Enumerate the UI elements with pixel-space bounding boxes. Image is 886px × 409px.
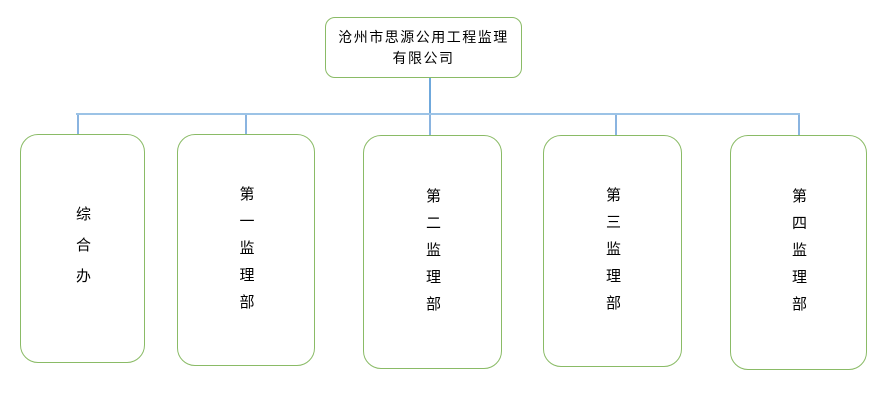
org-node-label: 第四监理部 <box>790 188 807 323</box>
org-node-label: 第三监理部 <box>604 186 621 322</box>
connector-drop-general-office <box>77 115 79 134</box>
connector-drop-supervision-dept-4 <box>798 115 800 135</box>
connector-drop-supervision-dept-1 <box>245 115 247 134</box>
connector-riser <box>429 78 431 114</box>
connector-drop-supervision-dept-2 <box>429 115 431 135</box>
org-node-label: 第一监理部 <box>237 185 255 321</box>
org-node-label: 第二监理部 <box>424 187 441 323</box>
connector-horizontal-line <box>76 113 800 115</box>
org-node-supervision-dept-4: 第四监理部 <box>730 135 867 370</box>
org-root-label: 沧州市思源公用工程监理有限公司 <box>338 28 509 66</box>
org-node-label: 综合办 <box>74 206 91 299</box>
org-root-box: 沧州市思源公用工程监理有限公司 <box>325 17 522 78</box>
org-node-supervision-dept-2: 第二监理部 <box>363 135 502 369</box>
org-node-supervision-dept-3: 第三监理部 <box>543 135 682 367</box>
org-node-supervision-dept-1: 第一监理部 <box>177 134 315 366</box>
connector-drop-supervision-dept-3 <box>615 115 617 135</box>
org-node-general-office: 综合办 <box>20 134 145 363</box>
